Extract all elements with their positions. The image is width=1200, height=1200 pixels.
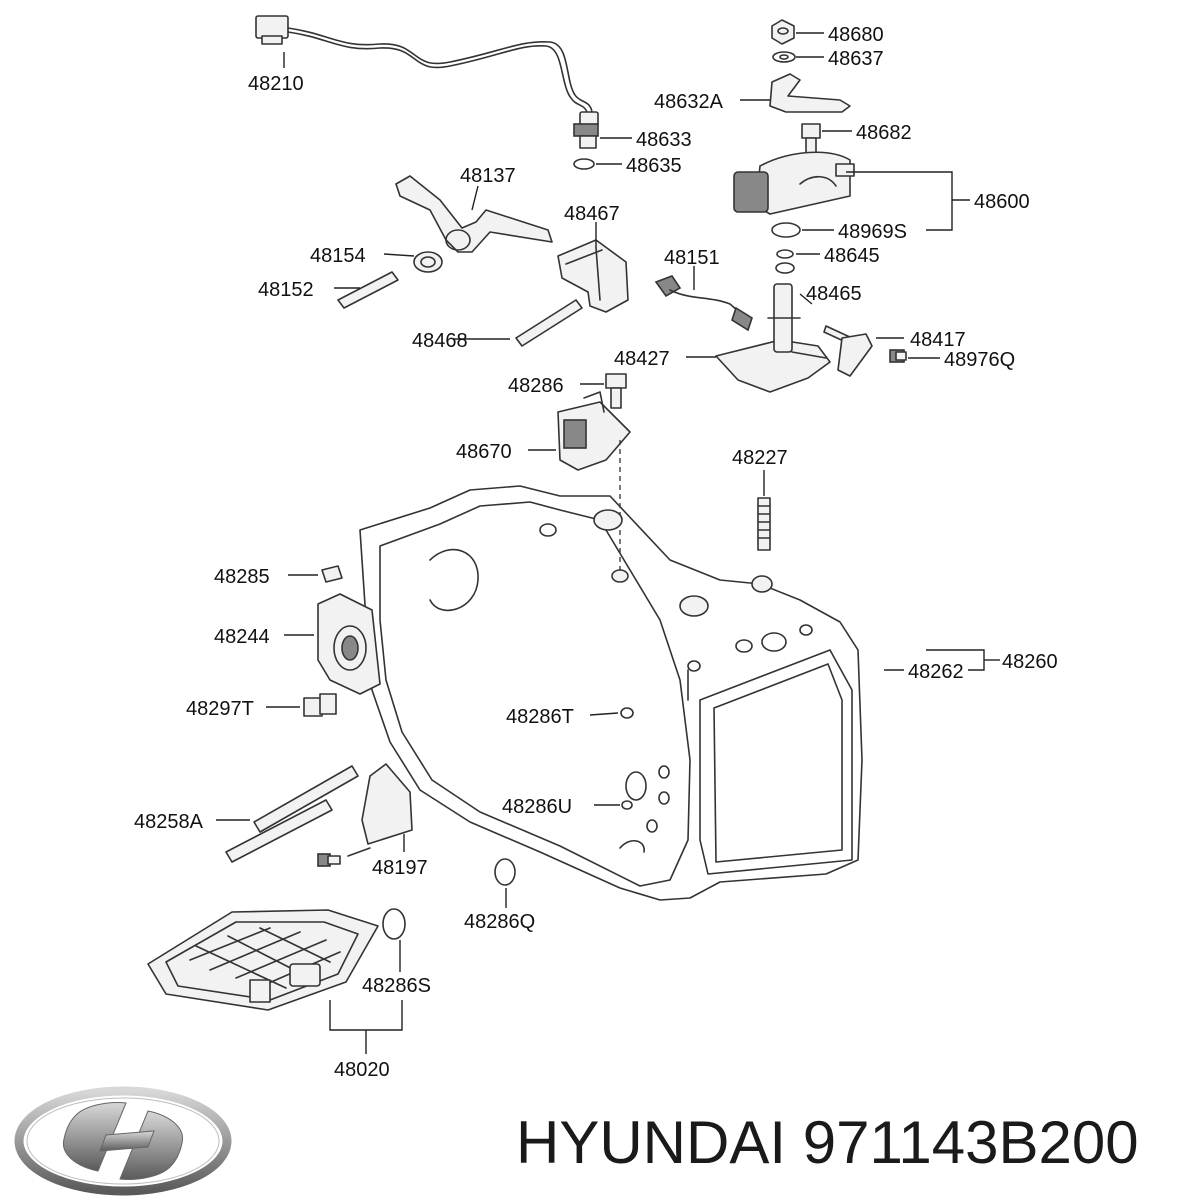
label-48154: 48154 (310, 245, 366, 267)
label-48286T: 48286T (506, 706, 574, 728)
label-48286Q: 48286Q (464, 911, 535, 933)
label-48297T: 48297T (186, 698, 254, 720)
part-48286Q-o-ring (494, 858, 516, 886)
part-48285-dowel (321, 565, 343, 583)
part-48152-pin (337, 271, 399, 309)
part-48600-switch (733, 151, 855, 215)
label-48210: 48210 (248, 73, 304, 95)
label-48637: 48637 (828, 48, 884, 70)
label-48152: 48152 (258, 279, 314, 301)
label-48976Q: 48976Q (944, 349, 1015, 371)
label-48969S: 48969S (838, 221, 907, 243)
label-48244: 48244 (214, 626, 270, 648)
part-transmission-case (359, 485, 863, 901)
part-48969S-o-ring (771, 222, 801, 238)
part-48680-nut (771, 19, 795, 45)
part-labels: 48210 48680 48637 48632A 48682 48633 486… (134, 24, 1058, 1081)
part-48151-cable (654, 275, 753, 332)
label-48137: 48137 (460, 165, 516, 187)
part-48467-bracket (557, 239, 629, 313)
part-48635-o-ring (573, 158, 595, 170)
part-48645-clip (776, 249, 794, 259)
part-48682-bolt (801, 123, 821, 157)
part-48468-pin (515, 299, 583, 347)
label-48467: 48467 (564, 203, 620, 225)
label-48635: 48635 (626, 155, 682, 177)
label-48670: 48670 (456, 441, 512, 463)
label-48286U: 48286U (502, 796, 572, 818)
part-48286U-o-ring (621, 800, 633, 810)
part-48020-filter (147, 909, 379, 1011)
part-48297T-plug (303, 693, 337, 717)
part-48210-wire-harness (255, 15, 593, 113)
label-48151: 48151 (664, 247, 720, 269)
part-48637-washer-hole (779, 54, 789, 60)
part-48286S-o-ring (382, 908, 406, 940)
part-48976Q-bolt (889, 349, 907, 363)
part-number: 971143B200 (802, 1109, 1139, 1176)
label-48286: 48286 (508, 375, 564, 397)
label-48197: 48197 (372, 857, 428, 879)
part-48197-bracket (347, 763, 413, 857)
label-48632A: 48632A (654, 91, 724, 113)
part-48197-bolt (317, 853, 341, 867)
label-48680: 48680 (828, 24, 884, 46)
leader-lines (216, 32, 1000, 1054)
label-48260: 48260 (1002, 651, 1058, 673)
label-48645: 48645 (824, 245, 880, 267)
part-48258A-tubes (225, 765, 359, 863)
label-48285: 48285 (214, 566, 270, 588)
label-48633: 48633 (636, 129, 692, 151)
label-48286S: 48286S (362, 975, 431, 997)
part-48227-stud (757, 497, 771, 551)
label-48227: 48227 (732, 447, 788, 469)
part-48427-detent-plate (715, 283, 831, 393)
brand-name: HYUNDAI (516, 1109, 787, 1176)
part-48286-bolt (605, 373, 627, 409)
part-48633-sensor (573, 111, 599, 149)
label-48258A: 48258A (134, 811, 204, 833)
part-48645-washer (775, 262, 795, 274)
label-48427: 48427 (614, 348, 670, 370)
part-48632A-lever (769, 73, 851, 113)
part-48637-washer (772, 51, 796, 63)
part-48417-clip (837, 333, 873, 377)
hyundai-logo (14, 1086, 232, 1196)
part-48137-arm (395, 175, 553, 253)
part-48244-housing (317, 593, 381, 695)
label-48468: 48468 (412, 330, 468, 352)
label-48262: 48262 (908, 661, 964, 683)
label-48020: 48020 (334, 1059, 390, 1081)
label-48417: 48417 (910, 329, 966, 351)
label-48682: 48682 (856, 122, 912, 144)
label-48465: 48465 (806, 283, 862, 305)
part-48670-bracket (557, 391, 631, 471)
label-48600: 48600 (974, 191, 1030, 213)
part-caption: HYUNDAI 971143B200 (516, 1108, 1196, 1177)
part-48154-bushing (413, 251, 443, 273)
part-48286T-o-ring (620, 707, 634, 719)
